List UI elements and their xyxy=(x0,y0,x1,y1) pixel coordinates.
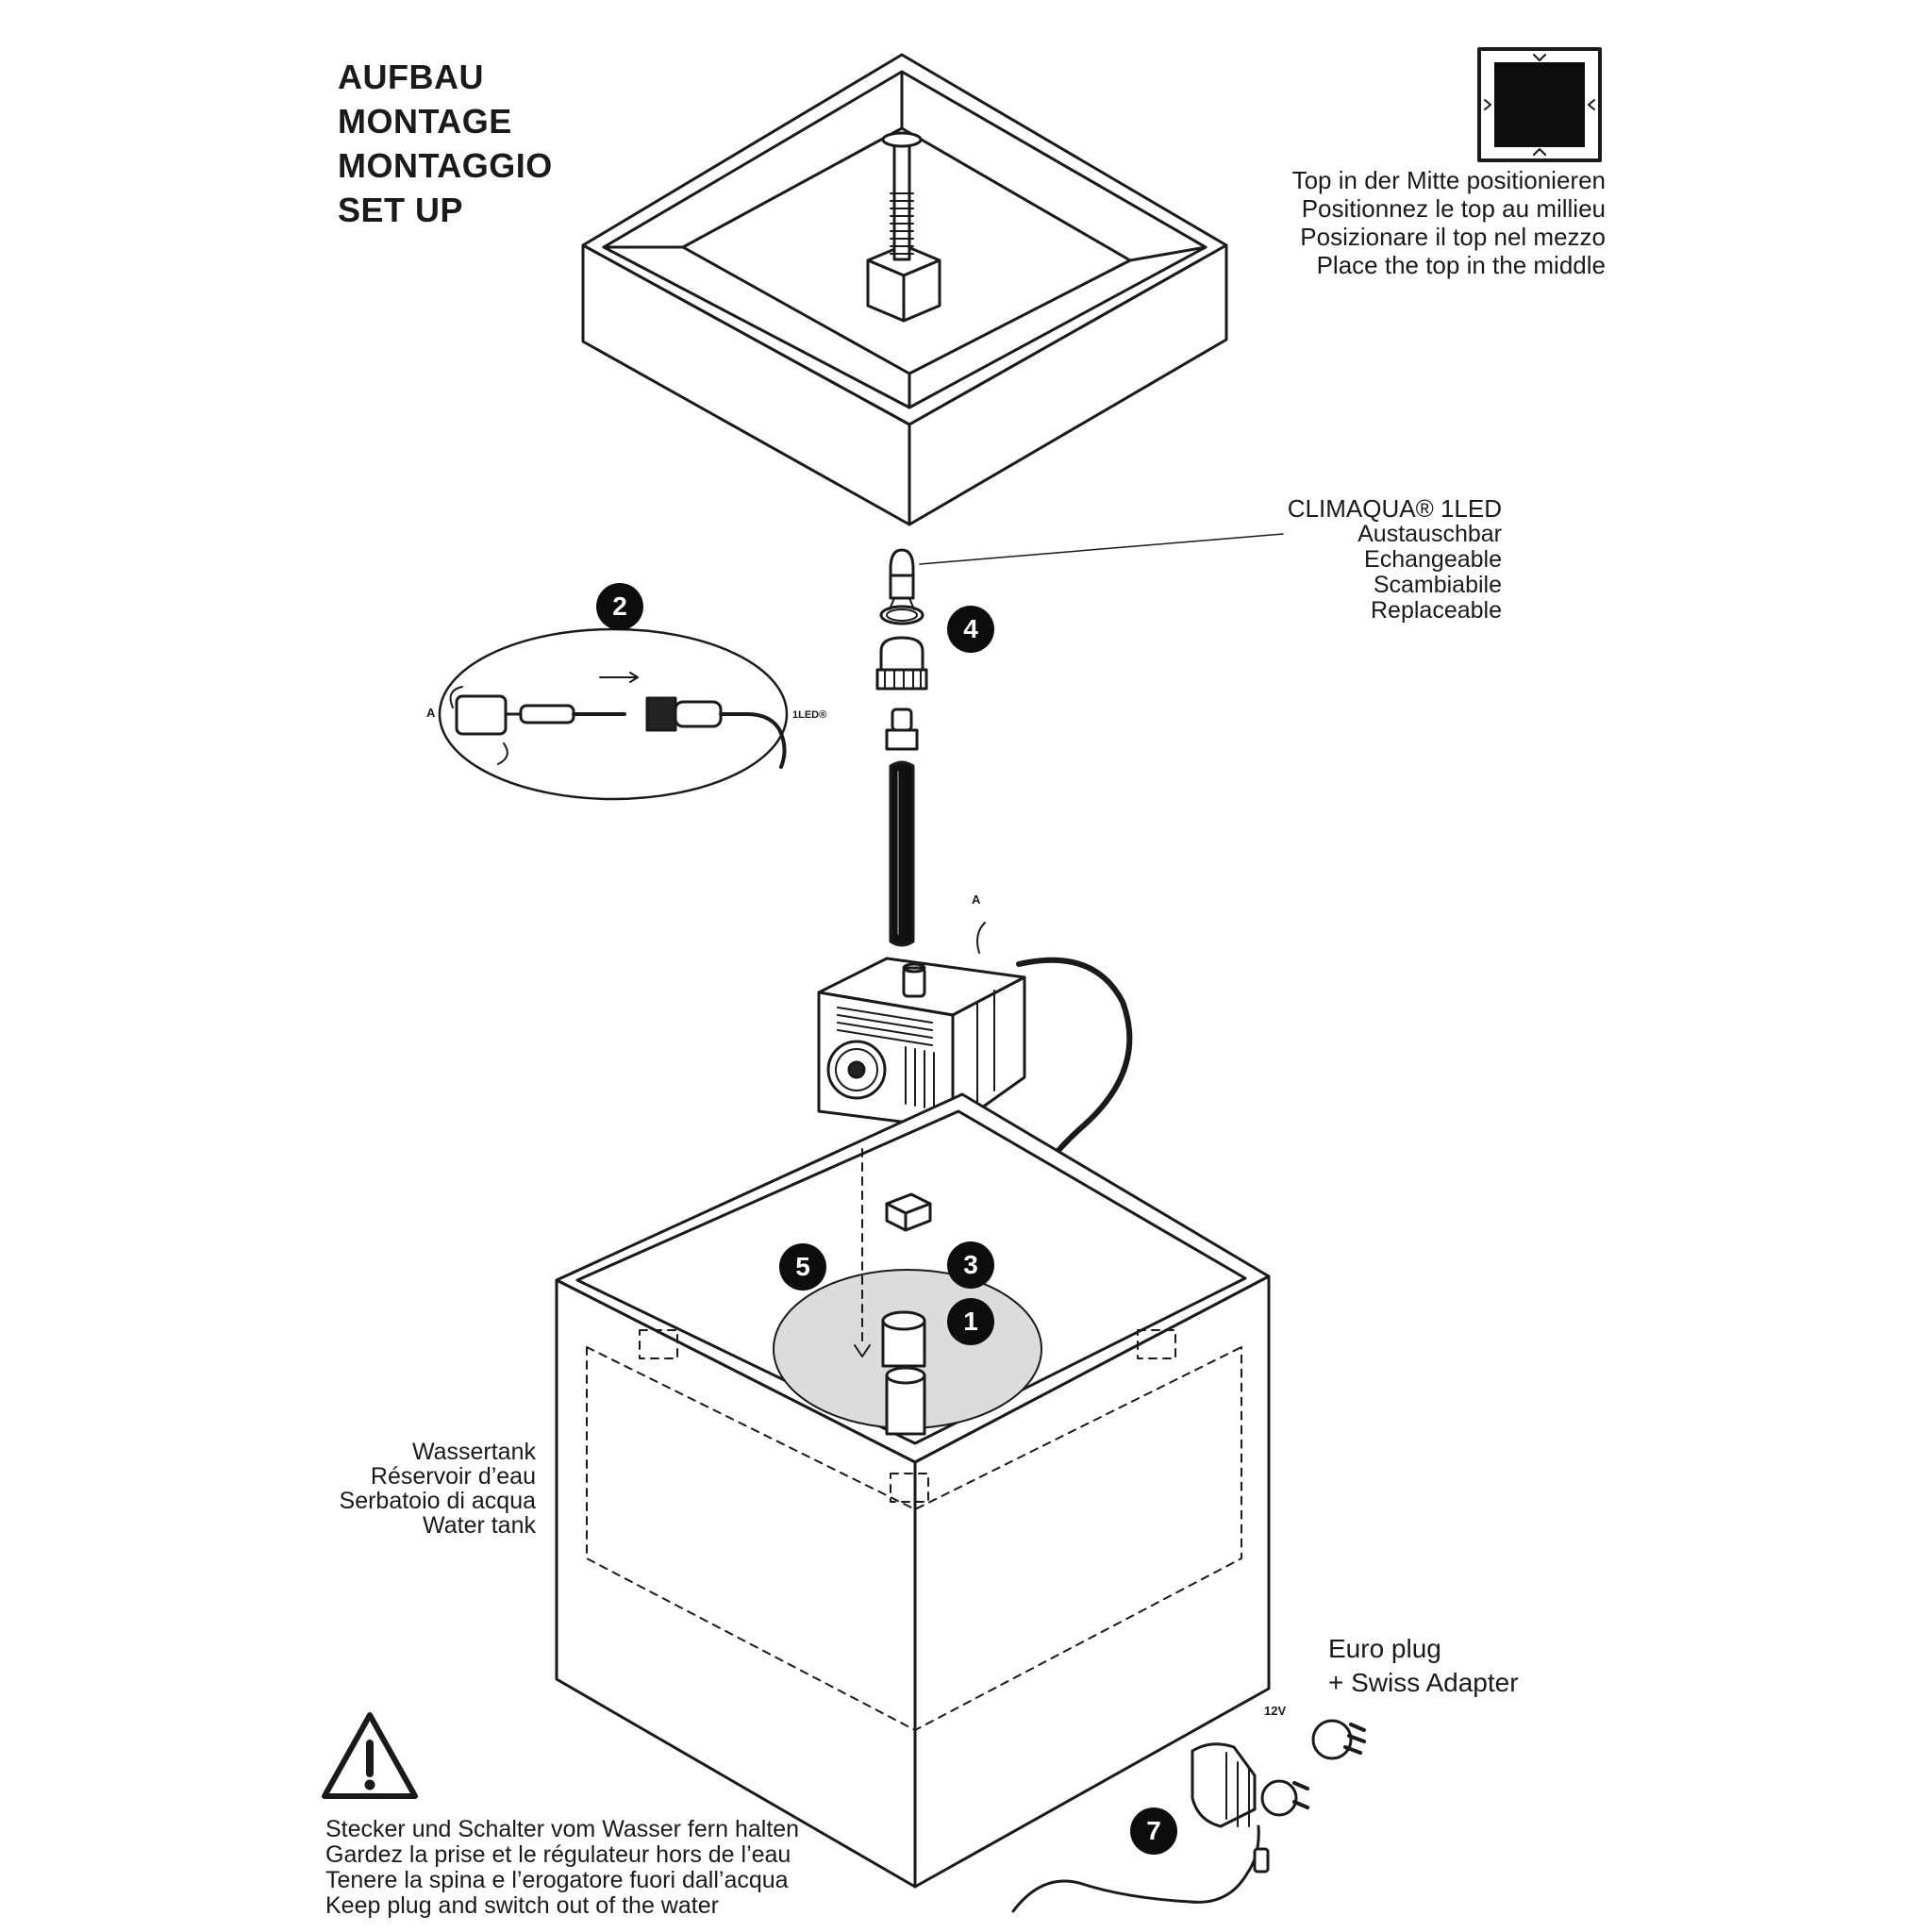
nozzle-adapter xyxy=(885,708,919,751)
title-line-fr: MONTAGE xyxy=(338,102,512,141)
title-line-it: MONTAGGIO xyxy=(338,146,553,185)
tank-note-en: Water tank xyxy=(423,1512,536,1539)
tank-note-it: Serbatoio di acqua xyxy=(339,1488,536,1514)
top-note-fr: Positionnez le top au millieu xyxy=(1301,194,1606,223)
warning-triangle-icon xyxy=(322,1712,418,1799)
tank-note-de: Wassertank xyxy=(411,1439,536,1465)
pump-label-a: A xyxy=(972,892,981,907)
led-note: CLIMAQUA® 1LED Austauschbar Echangeable … xyxy=(1288,496,1502,624)
plug-note: Euro plug + Swiss Adapter xyxy=(1328,1632,1519,1700)
led-note-it: Scambiabile xyxy=(1373,572,1502,598)
top-position-note: Top in der Mitte positionieren Positionn… xyxy=(1292,166,1606,279)
warning-it: Tenere la spina e l’erogatore fuori dall… xyxy=(325,1867,789,1893)
title-line-de: AUFBAU xyxy=(338,58,484,96)
water-tank xyxy=(555,1092,1271,1889)
step-5-badge: 5 xyxy=(779,1243,826,1291)
swiss-adapter-plug xyxy=(1311,1719,1366,1760)
led-lamp xyxy=(879,533,1284,625)
plug-note-line-1: Euro plug xyxy=(1328,1634,1441,1663)
step-3-badge: 3 xyxy=(947,1241,994,1289)
step-1-badge: 1 xyxy=(947,1298,994,1345)
led-name: CLIMAQUA® 1LED xyxy=(1287,494,1502,523)
step-4-badge: 4 xyxy=(947,606,994,653)
warning-note: Stecker und Schalter vom Wasser fern hal… xyxy=(325,1817,799,1919)
power-adapter xyxy=(1011,1742,1309,1913)
voltage-label: 12V xyxy=(1264,1704,1287,1718)
water-tank-note: Wassertank Réservoir d’eau Serbatoio di … xyxy=(340,1440,536,1538)
warning-de: Stecker und Schalter vom Wasser fern hal… xyxy=(325,1816,800,1842)
top-note-en: Place the top in the middle xyxy=(1316,251,1606,279)
fountain-top-nozzle xyxy=(866,131,941,323)
cable-connection-detail xyxy=(438,627,789,801)
center-alignment-icon xyxy=(1477,47,1602,162)
warning-fr: Gardez la prise et le régulateur hors de… xyxy=(325,1841,791,1868)
led-holder-nut xyxy=(875,636,928,691)
top-note-it: Posizionare il top nel mezzo xyxy=(1300,223,1606,251)
riser-pipe xyxy=(889,760,915,947)
plug-note-line-2: + Swiss Adapter xyxy=(1328,1668,1519,1697)
top-note-de: Top in der Mitte positionieren xyxy=(1291,166,1606,194)
led-note-fr: Echangeable xyxy=(1364,546,1502,573)
led-note-de: Austauschbar xyxy=(1357,521,1502,547)
setup-title: AUFBAU MONTAGE MONTAGGIO SET UP xyxy=(338,55,553,232)
title-line-en: SET UP xyxy=(338,191,464,229)
warning-en: Keep plug and switch out of the water xyxy=(325,1892,719,1919)
cable-label-a: A xyxy=(426,706,436,720)
step-2-badge: 2 xyxy=(596,583,643,630)
tank-note-fr: Réservoir d’eau xyxy=(370,1463,536,1490)
pump xyxy=(817,922,1133,1363)
step-7-badge: 7 xyxy=(1130,1807,1177,1855)
led-tag-label: 1LED® xyxy=(792,709,827,721)
led-note-en: Replaceable xyxy=(1371,597,1502,624)
